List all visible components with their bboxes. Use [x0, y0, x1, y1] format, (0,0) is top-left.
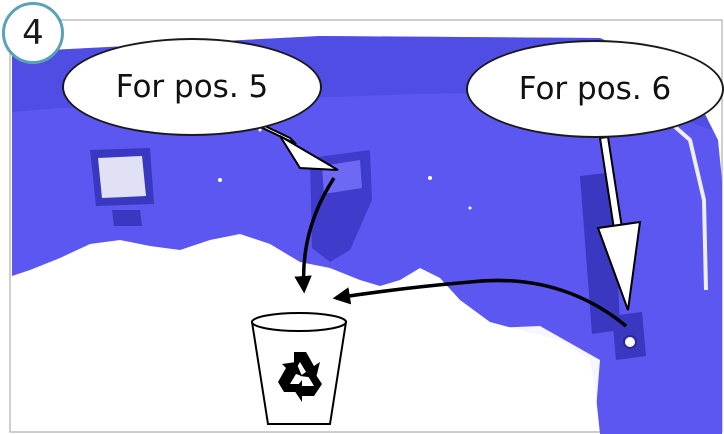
callout-pos-6: For pos. 6	[466, 40, 724, 138]
callout-pos-5: For pos. 5	[62, 38, 322, 136]
recycle-bin-icon	[252, 313, 346, 424]
step-number-badge: 4	[2, 2, 64, 64]
